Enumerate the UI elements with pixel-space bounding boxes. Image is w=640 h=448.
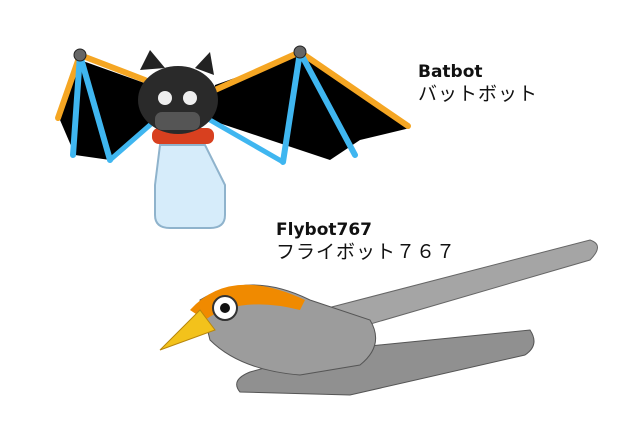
flybot-name: Flybot767 — [276, 220, 372, 240]
flybot-upper-wing — [318, 239, 598, 331]
flybot-name-jp: フライボット７６７ — [276, 241, 457, 263]
batbot-left-struts — [55, 52, 153, 163]
batbot-name-jp: バットボット — [418, 83, 539, 105]
flybot-beak — [159, 309, 216, 351]
batbot-bulb-body — [154, 144, 226, 229]
batbot-right-struts — [207, 49, 411, 165]
batbot-right-ear — [195, 52, 214, 75]
batbot-left-ear — [140, 50, 165, 70]
flybot-label: Flybot767 フライボット７６７ — [276, 222, 456, 262]
batbot-left-wing — [60, 60, 150, 160]
flybot-lower-wing — [236, 329, 535, 396]
batbot-jaw — [155, 112, 200, 130]
batbot-name: Batbot — [418, 62, 483, 82]
batbot-right-wing — [210, 55, 410, 160]
batbot-label: Batbot バットボット — [418, 64, 538, 104]
